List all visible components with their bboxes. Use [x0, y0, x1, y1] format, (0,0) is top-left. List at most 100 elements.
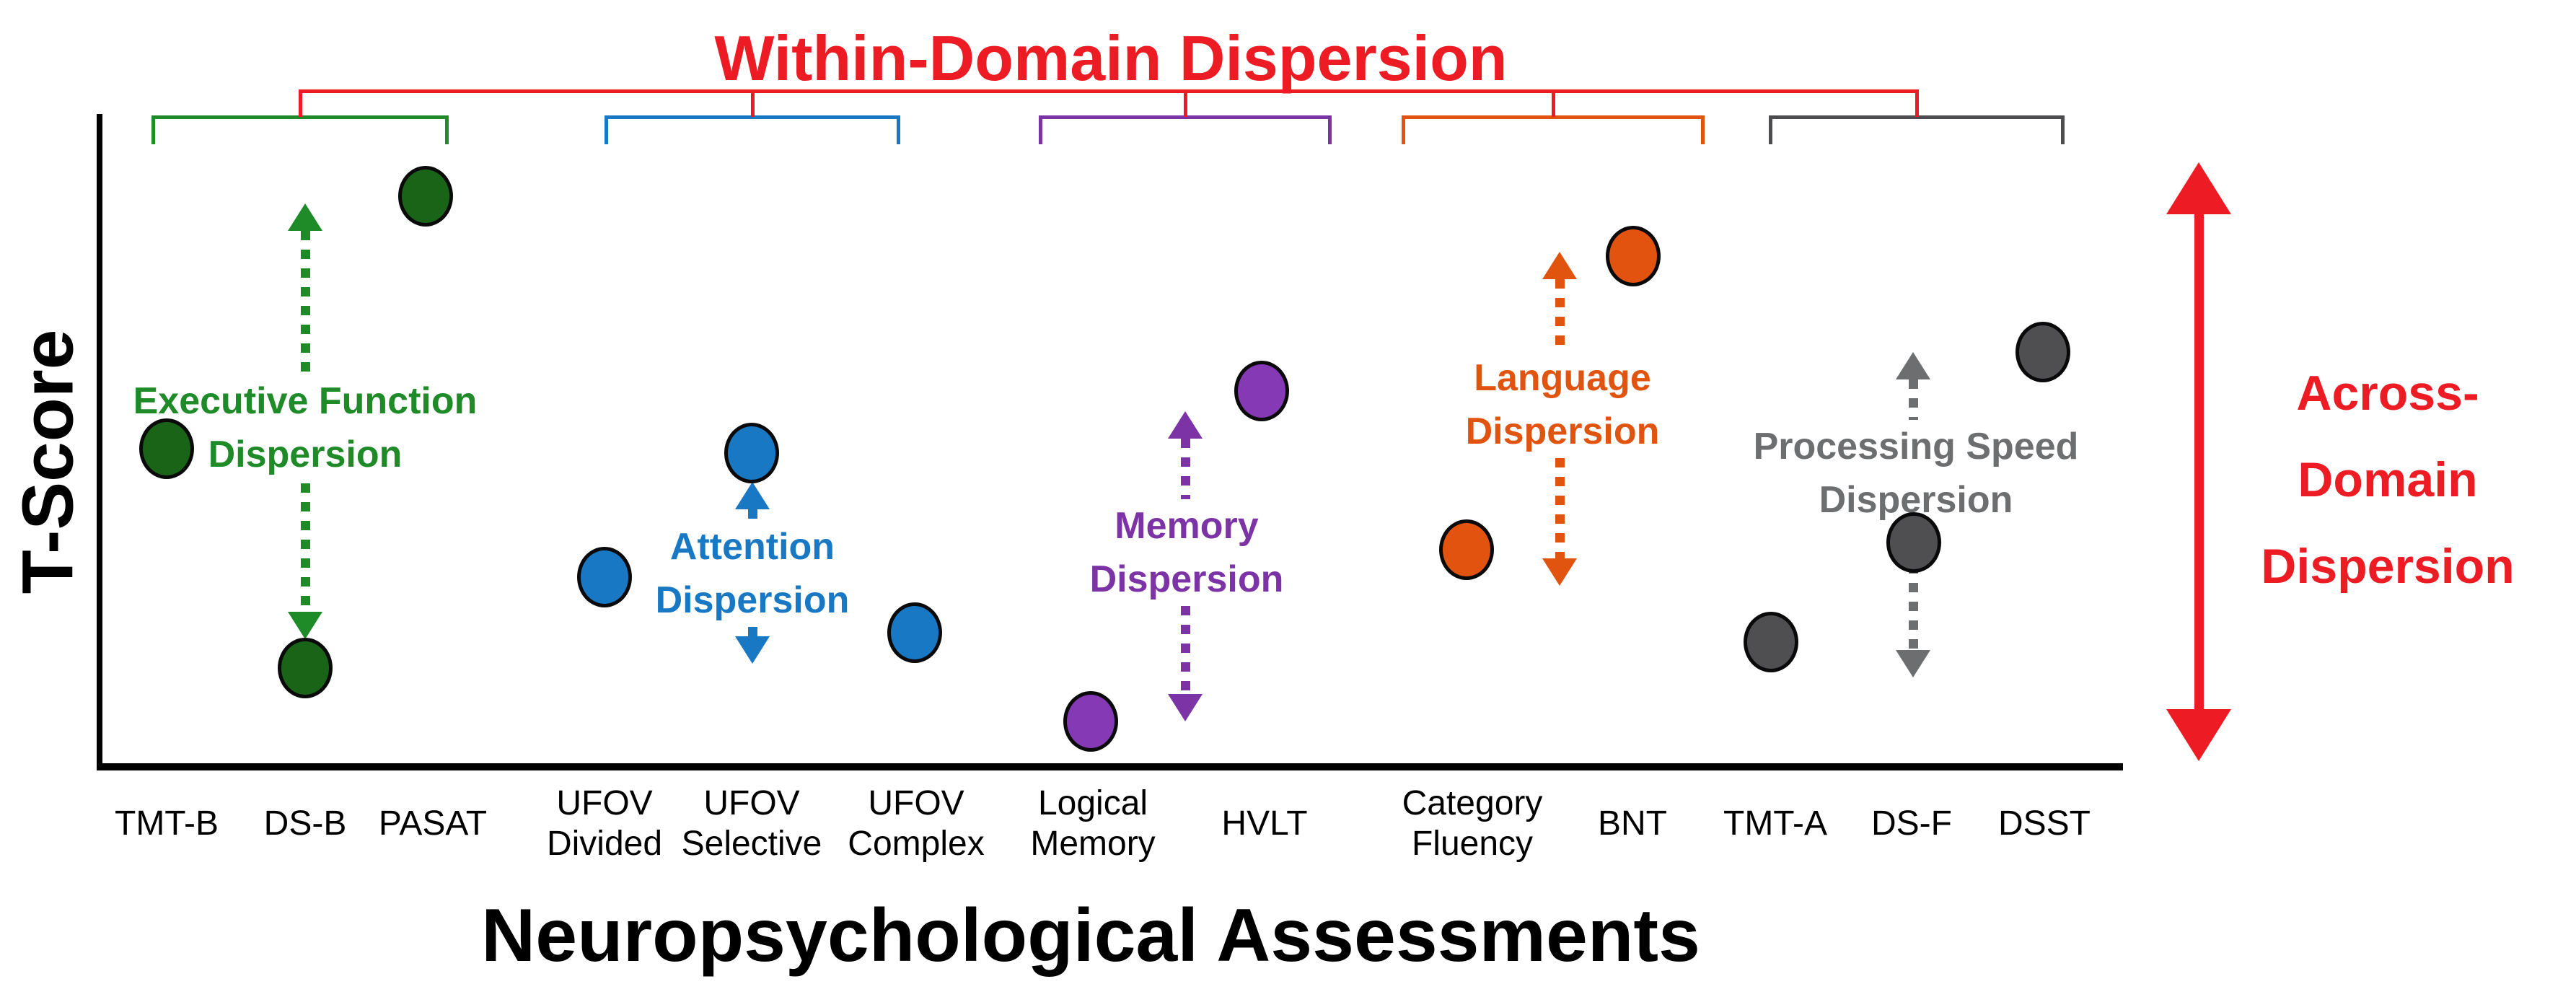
across-label-line-2: Domain	[2298, 452, 2478, 507]
bracket-processing-speed	[1769, 115, 2065, 144]
dispersion-arrow-dashes-executive-function-0	[300, 231, 310, 375]
x-axis-line	[97, 763, 2123, 770]
dispersion-arrow-down-icon-attention	[735, 636, 770, 664]
x-tick-line: UFOV	[703, 784, 800, 822]
across-arrow-down-icon	[2166, 709, 2231, 761]
connector-drop-attention	[750, 89, 755, 117]
data-point-logical-memory	[1063, 691, 1118, 752]
dispersion-arrow-dashes-memory-1	[1180, 606, 1190, 694]
data-point-dsst	[2015, 322, 2070, 382]
data-point-tmt-b	[139, 418, 194, 479]
within-domain-connector-line	[300, 89, 1917, 93]
across-domain-label: Across- Domain Dispersion	[2261, 350, 2514, 610]
data-point-category-fluency	[1439, 519, 1494, 580]
dispersion-arrow-dashes-executive-function-1	[300, 483, 310, 610]
x-tick-line: BNT	[1598, 804, 1667, 843]
x-tick-line: DS-F	[1871, 804, 1952, 843]
x-tick-line: TMT-B	[115, 804, 219, 843]
dispersion-arrow-down-icon-processing-speed	[1896, 650, 1930, 677]
x-tick-label-tmt-a: TMT-A	[1660, 781, 1891, 867]
y-axis-line	[97, 114, 102, 766]
domain-label-memory-line-2: Dispersion	[1089, 558, 1284, 600]
dispersion-arrow-dashes-language-1	[1555, 458, 1565, 558]
connector-drop-processing-speed	[1915, 89, 1919, 117]
dispersion-arrow-up-icon-language	[1542, 252, 1577, 279]
x-axis-title: Neuropsychological Assessments	[481, 894, 1700, 978]
domain-label-attention-line-1: Attention	[669, 526, 835, 568]
data-point-ufov-divided	[577, 547, 632, 607]
connector-drop-executive-function	[298, 89, 302, 117]
y-axis-title: T-Score	[7, 329, 89, 594]
x-tick-label-ds-b: DS-B	[190, 781, 421, 867]
dispersion-arrow-down-icon-memory	[1168, 694, 1203, 721]
dispersion-arrow-dashes-processing-speed-0	[1908, 379, 1918, 420]
domain-label-processing-speed-line-1: Processing Speed	[1753, 426, 2079, 467]
x-tick-line: DS-B	[263, 804, 347, 843]
dispersion-arrow-up-icon-attention	[735, 482, 770, 509]
bracket-attention	[605, 115, 900, 144]
figure-title: Within-Domain Dispersion	[714, 22, 1508, 94]
x-tick-label-tmt-b: TMT-B	[51, 781, 282, 867]
across-label-line-1: Across-	[2296, 366, 2479, 421]
data-point-ds-b	[278, 638, 333, 698]
data-point-ufov-selective	[724, 423, 779, 483]
domain-label-executive-function-line-2: Dispersion	[208, 434, 403, 475]
x-tick-line: DSST	[1997, 804, 2091, 843]
x-tick-label-bnt: BNT	[1517, 781, 1748, 867]
data-point-hvlt	[1234, 361, 1289, 421]
x-tick-line: Complex	[848, 825, 985, 863]
data-point-bnt	[1606, 226, 1661, 286]
dispersion-arrow-up-icon-executive-function	[288, 203, 322, 231]
data-point-ufov-complex	[887, 602, 942, 663]
bracket-memory	[1039, 115, 1332, 144]
domain-label-attention-line-2: Dispersion	[655, 579, 850, 621]
x-tick-label-pasat: PASAT	[317, 781, 548, 867]
x-tick-line: Selective	[681, 825, 822, 863]
x-tick-label-hvlt: HVLT	[1149, 781, 1380, 867]
domain-label-language-line-2: Dispersion	[1465, 410, 1660, 452]
dispersion-arrow-up-icon-memory	[1168, 411, 1203, 439]
bracket-language	[1402, 115, 1705, 144]
x-tick-line: Category	[1402, 784, 1543, 822]
dispersion-arrow-dashes-memory-0	[1180, 439, 1190, 499]
dispersion-arrow-down-icon-executive-function	[288, 612, 322, 639]
dispersion-arrow-dashes-language-0	[1555, 279, 1565, 351]
x-tick-line: Divided	[546, 825, 663, 863]
bracket-executive-function	[151, 115, 449, 144]
dispersion-arrow-dashes-attention-1	[747, 627, 757, 636]
connector-drop-language	[1551, 89, 1555, 117]
across-arrow-up-icon	[2166, 162, 2231, 214]
data-point-ds-f	[1886, 512, 1941, 573]
x-tick-line: UFOV	[556, 784, 653, 822]
dispersion-arrow-up-icon-processing-speed	[1896, 352, 1930, 379]
data-point-pasat	[398, 166, 453, 227]
x-tick-label-dsst: DSST	[1929, 781, 2160, 867]
connector-drop-memory	[1183, 89, 1187, 117]
x-tick-line: Memory	[1030, 825, 1156, 863]
x-tick-line: TMT-A	[1723, 804, 1827, 843]
domain-label-memory-line-1: Memory	[1115, 505, 1259, 547]
x-tick-line: Fluency	[1411, 825, 1534, 863]
domain-label-language-line-1: Language	[1474, 357, 1651, 399]
domain-label-executive-function-line-1: Executive Function	[133, 380, 478, 422]
dispersion-arrow-dashes-attention-0	[747, 509, 757, 522]
x-tick-line: PASAT	[378, 804, 488, 843]
x-tick-line: UFOV	[868, 784, 964, 822]
x-tick-label-ds-f: DS-F	[1796, 781, 2027, 867]
x-tick-line: Logical	[1037, 784, 1148, 822]
across-label-line-3: Dispersion	[2261, 539, 2515, 594]
dispersion-arrow-down-icon-language	[1542, 558, 1577, 586]
x-tick-line: HVLT	[1221, 804, 1308, 843]
across-domain-arrow	[2194, 206, 2204, 718]
